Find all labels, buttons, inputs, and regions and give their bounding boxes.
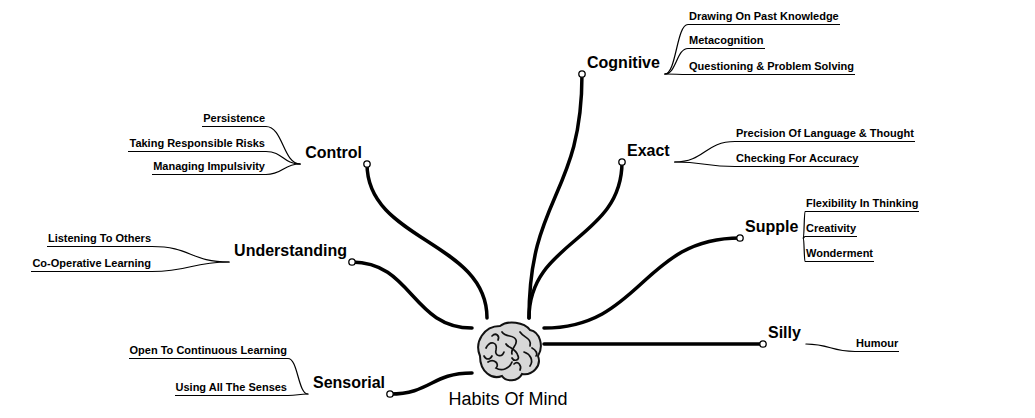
branch-dot: [760, 341, 766, 347]
sub-branch: [665, 25, 688, 75]
habit-text: Listening To Others: [48, 232, 151, 245]
branch-dot: [364, 161, 370, 167]
category-text: Cognitive: [587, 54, 660, 72]
sub-branch: [665, 49, 688, 75]
habit-item: Humour: [855, 337, 899, 352]
habit-item: Taking Responsible Risks: [128, 137, 266, 152]
habit-text: Checking For Accuracy: [736, 152, 858, 165]
category-label: Exact: [622, 140, 675, 162]
habit-text: Questioning & Problem Solving: [689, 60, 854, 73]
habit-text: Using All The Senses: [176, 381, 287, 394]
sub-branch: [675, 162, 735, 167]
category-text: Understanding: [234, 242, 347, 260]
sub-branch: [266, 127, 300, 165]
brain-outline: [478, 323, 541, 381]
main-branch: [529, 162, 622, 318]
central-title: Habits Of Mind: [448, 389, 567, 409]
branch-dot: [737, 235, 743, 241]
sub-branch: [266, 152, 300, 165]
habit-text: Taking Responsible Risks: [129, 137, 265, 150]
habit-item: Co-Operative Learning: [31, 257, 152, 272]
category-label: Understanding: [229, 240, 352, 262]
central-brain-node: Habits Of Mind: [472, 318, 544, 388]
habit-text: Precision Of Language & Thought: [736, 127, 914, 140]
main-branch: [544, 342, 763, 346]
habit-text: Persistence: [203, 112, 265, 125]
habit-item: Persistence: [202, 112, 266, 127]
main-branch: [352, 262, 472, 328]
branch-dot: [387, 391, 393, 397]
brain-illustration: [472, 318, 544, 388]
habit-item: Managing Impulsivity: [152, 160, 266, 175]
habit-text: Humour: [856, 337, 898, 350]
category-label: Silly: [763, 322, 806, 344]
sub-branch: [806, 344, 855, 352]
sub-branch: [288, 394, 308, 396]
habit-text: Co-Operative Learning: [32, 257, 151, 270]
habit-text: Metacognition: [689, 34, 764, 47]
habit-text: Drawing On Past Knowledge: [689, 10, 839, 23]
habit-text: Managing Impulsivity: [153, 160, 265, 173]
habit-item: Using All The Senses: [175, 381, 288, 396]
category-label: Supple: [740, 216, 803, 238]
main-branch: [367, 164, 487, 318]
sub-branch: [675, 142, 735, 163]
category-text: Control: [305, 144, 362, 162]
category-label: Sensorial: [308, 372, 390, 394]
habit-item: Creativity: [805, 222, 857, 237]
habit-item: Checking For Accuracy: [735, 152, 859, 167]
habit-text: Flexibility In Thinking: [806, 197, 918, 210]
sub-branch: [152, 262, 229, 272]
habit-text: Creativity: [806, 222, 856, 235]
branch-dot: [349, 259, 355, 265]
habit-item: Open To Continuous Learning: [129, 344, 288, 359]
category-text: Silly: [768, 324, 801, 342]
sub-branch: [288, 359, 308, 395]
habit-item: Questioning & Problem Solving: [688, 60, 855, 75]
sub-branch: [266, 164, 300, 175]
habit-item: Metacognition: [688, 34, 765, 49]
habit-item: Drawing On Past Knowledge: [688, 10, 840, 25]
branch-dot: [619, 159, 625, 165]
main-branch: [544, 238, 740, 328]
sub-branch: [665, 73, 688, 75]
category-text: Supple: [745, 218, 798, 236]
category-label: Control: [300, 142, 367, 164]
habit-text: Open To Continuous Learning: [130, 344, 287, 357]
brain-folds: [484, 332, 537, 370]
branch-dot: [579, 71, 585, 77]
category-label: Cognitive: [582, 52, 665, 74]
category-text: Exact: [627, 142, 670, 160]
habit-item: Flexibility In Thinking: [805, 197, 919, 212]
category-text: Sensorial: [313, 374, 385, 392]
sub-branch: [152, 247, 229, 263]
habit-item: Precision Of Language & Thought: [735, 127, 915, 142]
habit-text: Wonderment: [806, 247, 873, 260]
habit-item: Wonderment: [805, 247, 874, 262]
habit-item: Listening To Others: [47, 232, 152, 247]
